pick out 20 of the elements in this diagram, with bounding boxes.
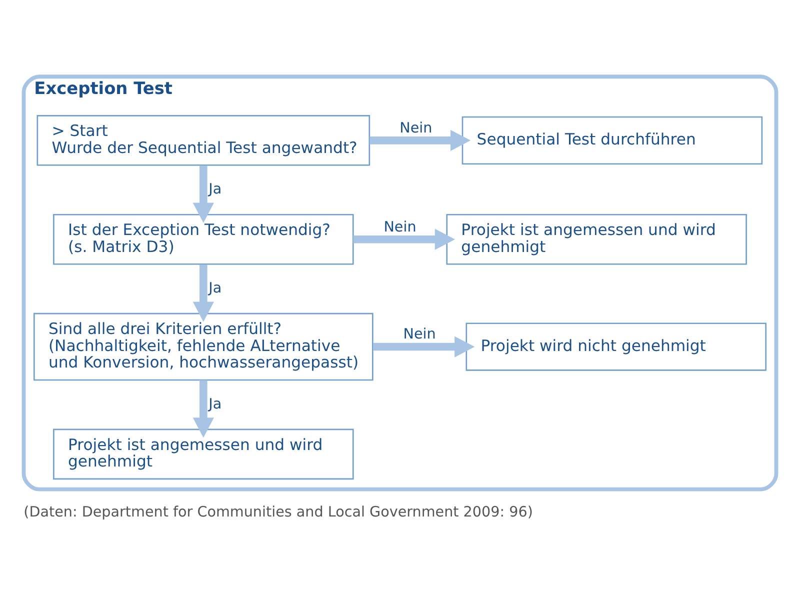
edge-label: Ja <box>208 396 222 412</box>
node-box: Ist der Exception Test notwendig? (s. Matrix D3) <box>53 214 354 265</box>
arrow <box>192 264 214 322</box>
arrow <box>192 380 214 438</box>
arrow <box>192 166 214 223</box>
arrow <box>353 228 455 250</box>
node-box: > Start Wurde der Sequential Test angewandt? <box>36 115 370 166</box>
arrow <box>370 130 471 151</box>
caption: (Daten: Department for Communities and Local Government 2009: 96) <box>24 504 533 520</box>
node-box: Projekt ist angemessen und wird genehmigt <box>53 428 354 480</box>
arrow <box>373 336 475 358</box>
edge-label: Ja <box>208 280 222 296</box>
edge-label: Ja <box>208 182 222 198</box>
edge-label: Nein <box>384 219 416 236</box>
node-box: Sequential Test durchführen <box>462 116 763 164</box>
node-box: Projekt wird nicht genehmigt <box>466 322 766 371</box>
edge-label: Nein <box>403 326 436 343</box>
edge-label: Nein <box>400 120 432 136</box>
node-box: Sind alle drei Kriterien erfüllt? (Nachhaltigkeit, fehlende ALternative und Konversion, hochwasserangepasst) <box>34 312 374 381</box>
node-box: Projekt ist angemessen und wird genehmigt <box>446 214 747 265</box>
